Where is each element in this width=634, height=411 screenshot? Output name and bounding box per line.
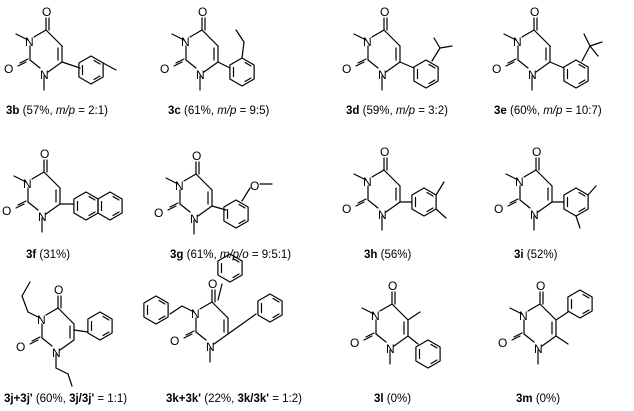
atom-n: N	[386, 342, 395, 356]
caption-3j: 3j+3j' (60%, 3j/3j' = 1:1)	[4, 393, 128, 405]
atom-n: N	[40, 68, 49, 82]
structure-3j: O N O N	[16, 281, 113, 387]
atom-n: N	[378, 208, 387, 222]
atom-o: O	[388, 279, 397, 293]
caption-3k: 3k+3k' (22%, 3k/3k' = 1:2)	[166, 393, 302, 405]
atom-n: N	[191, 307, 200, 321]
atom-o: O	[54, 283, 63, 297]
caption-3l: 3l (0%)	[374, 393, 412, 405]
atom-n: N	[190, 212, 199, 226]
atom-o: O	[532, 145, 541, 159]
atom-o: O	[342, 62, 351, 76]
atom-n: N	[38, 210, 47, 224]
caption-3d: 3d (59%, m/p = 3:2)	[346, 105, 448, 117]
atom-n: N	[534, 342, 543, 356]
caption-3m: 3m (0%)	[516, 393, 561, 405]
atom-n: N	[37, 313, 46, 327]
atom-n: N	[515, 175, 524, 189]
atom-o: O	[250, 179, 259, 193]
atom-n: N	[181, 35, 190, 49]
structure-3b: O N O N	[4, 5, 117, 91]
atom-o: O	[40, 147, 49, 161]
atom-n: N	[196, 68, 205, 82]
atom-n: N	[371, 309, 380, 323]
atom-o: O	[4, 62, 13, 76]
atom-o: O	[494, 202, 503, 216]
caption-3c: 3c (61%, m/p = 9:5)	[168, 105, 270, 117]
structure-3f: O N O N	[2, 147, 123, 233]
atom-o: O	[2, 204, 11, 218]
caption-3e: 3e (60%, m/p = 10:7)	[494, 105, 602, 117]
atom-o: O	[530, 5, 539, 19]
caption-3g: 3g (61%, m/p/o = 9:5:1)	[170, 249, 292, 261]
atom-n: N	[206, 340, 215, 354]
atom-o: O	[536, 279, 545, 293]
atom-o: O	[16, 340, 25, 354]
atom-o: O	[42, 5, 51, 19]
atom-o: O	[350, 336, 359, 350]
atom-o: O	[380, 5, 389, 19]
atom-n: N	[23, 177, 32, 191]
caption-3f: 3f (31%)	[26, 249, 71, 261]
atom-n: N	[175, 179, 184, 193]
caption-3i: 3i (52%)	[514, 249, 558, 261]
caption-3h: 3h (56%)	[364, 249, 412, 261]
atom-o: O	[492, 62, 501, 76]
atom-n: N	[519, 309, 528, 323]
atom-o: O	[208, 277, 217, 291]
structure-3i: O N O N	[494, 145, 597, 231]
atom-o: O	[170, 334, 179, 348]
atom-o: O	[154, 206, 163, 220]
atom-o: O	[198, 5, 207, 19]
atom-n: N	[363, 175, 372, 189]
atom-o: O	[498, 336, 507, 350]
atom-o: O	[342, 202, 351, 216]
atom-n: N	[528, 68, 537, 82]
structure-3m: O N O N	[498, 279, 593, 365]
atom-n: N	[52, 346, 61, 360]
atom-o: O	[380, 145, 389, 159]
atom-n: N	[530, 208, 539, 222]
structure-3c: O N O N	[160, 5, 255, 91]
structure-3e: O N O N	[492, 5, 603, 91]
atom-o: O	[160, 62, 169, 76]
caption-3b: 3b (57%, m/p = 2:1)	[6, 105, 108, 117]
structure-3l: O N O N	[350, 279, 441, 369]
structure-3h: O N O N	[342, 145, 447, 231]
atom-n: N	[378, 68, 387, 82]
atom-o: O	[192, 149, 201, 163]
structure-3k: O N O N	[143, 253, 283, 363]
atom-n: N	[25, 35, 34, 49]
atom-n: N	[363, 35, 372, 49]
structure-3g: O N O N O	[154, 149, 273, 235]
structure-3d: O N O N	[342, 5, 453, 91]
atom-n: N	[513, 35, 522, 49]
